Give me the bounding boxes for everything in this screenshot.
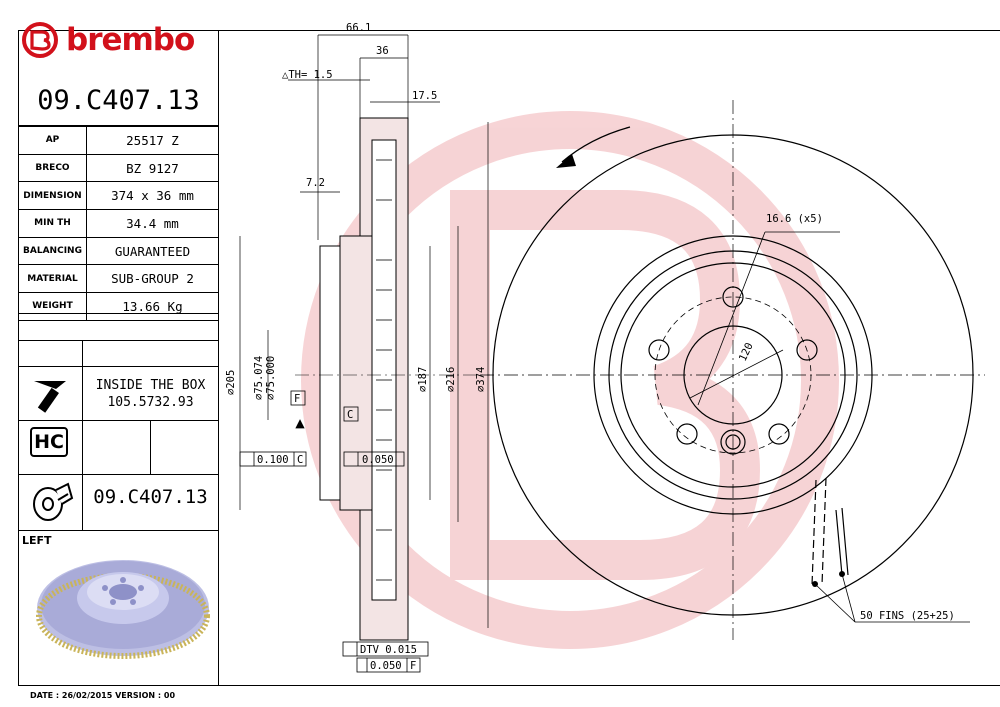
datum-f: F bbox=[294, 393, 300, 405]
info-frame bbox=[18, 30, 219, 686]
dim-d187: ⌀187 bbox=[417, 367, 429, 392]
dim-hat-wall: 7.2 bbox=[306, 177, 325, 189]
tolerance-frames bbox=[239, 390, 429, 673]
divider bbox=[82, 366, 83, 530]
front-view bbox=[480, 100, 985, 640]
datum-c: C bbox=[347, 409, 353, 421]
tol-runout-ref: F bbox=[410, 660, 416, 672]
dim-friction-ring: 17.5 bbox=[412, 90, 437, 102]
tol-parallel: 0.100 bbox=[257, 454, 289, 466]
screw-icon bbox=[34, 381, 66, 413]
dim-thickness: 36 bbox=[376, 45, 389, 57]
brand-name: brembo bbox=[66, 22, 195, 58]
dim-d216: ⌀216 bbox=[445, 367, 457, 392]
spec-value: 13.66 Kg bbox=[86, 292, 219, 321]
spec-key: MIN TH bbox=[18, 209, 87, 238]
section-view bbox=[319, 117, 409, 641]
drawing-border bbox=[219, 30, 1000, 686]
tol-runout: 0.050 bbox=[370, 660, 402, 672]
hc-icon: HC bbox=[30, 427, 68, 457]
inside-box-label: INSIDE THE BOX bbox=[95, 378, 206, 393]
spec-key: WEIGHT bbox=[18, 292, 87, 321]
tol-parallel-ref: C bbox=[297, 454, 303, 466]
divider bbox=[18, 530, 219, 531]
divider bbox=[18, 313, 219, 314]
dimension-lines bbox=[239, 34, 489, 628]
dim-d374: ⌀374 bbox=[475, 367, 487, 392]
dim-d205: ⌀205 bbox=[225, 370, 237, 395]
brand-logo: brembo bbox=[20, 22, 195, 58]
rotation-arrow-icon bbox=[556, 126, 631, 168]
disc-render-icon bbox=[36, 560, 210, 659]
brembo-logo-icon bbox=[22, 22, 58, 58]
part-number-secondary: 09.C407.13 bbox=[93, 486, 208, 508]
dim-fins: 50 FINS (25+25) bbox=[860, 610, 955, 622]
dim-delta-th: △TH= 1.5 bbox=[282, 69, 333, 81]
spec-value: GUARANTEED bbox=[86, 236, 219, 266]
spec-key: BALANCING bbox=[18, 236, 87, 266]
spec-key: DIMENSION bbox=[18, 181, 87, 211]
dim-holes: 16.6 (x5) bbox=[766, 213, 823, 225]
tol-flatness: 0.050 bbox=[362, 454, 394, 466]
spec-value: BZ 9127 bbox=[86, 153, 219, 183]
dim-pcd: 120 bbox=[737, 341, 756, 363]
part-number: 09.C407.13 bbox=[18, 76, 219, 126]
side-label: LEFT bbox=[22, 534, 52, 547]
inside-box-part: 105.5732.93 bbox=[107, 395, 194, 410]
dim-d75b: ⌀75.000 bbox=[265, 356, 277, 400]
spec-value: 374 x 36 mm bbox=[86, 181, 219, 211]
inside-box-text: INSIDE THE BOX 105.5732.93 bbox=[82, 377, 219, 411]
divider bbox=[18, 474, 219, 475]
dim-overall-depth: 66.1 bbox=[346, 22, 371, 34]
divider bbox=[18, 366, 219, 367]
dim-d75: ⌀75.074 bbox=[253, 356, 265, 400]
fin-hatch bbox=[376, 159, 392, 581]
footer-date: DATE : 26/02/2015 VERSION : 00 bbox=[30, 691, 176, 700]
spec-value: SUB-GROUP 2 bbox=[86, 264, 219, 294]
divider bbox=[82, 340, 83, 366]
divider bbox=[18, 420, 219, 421]
divider bbox=[18, 340, 219, 341]
disc-wear-icon bbox=[33, 482, 74, 521]
tol-dtv: DTV 0.015 bbox=[360, 644, 417, 656]
divider bbox=[150, 420, 151, 474]
